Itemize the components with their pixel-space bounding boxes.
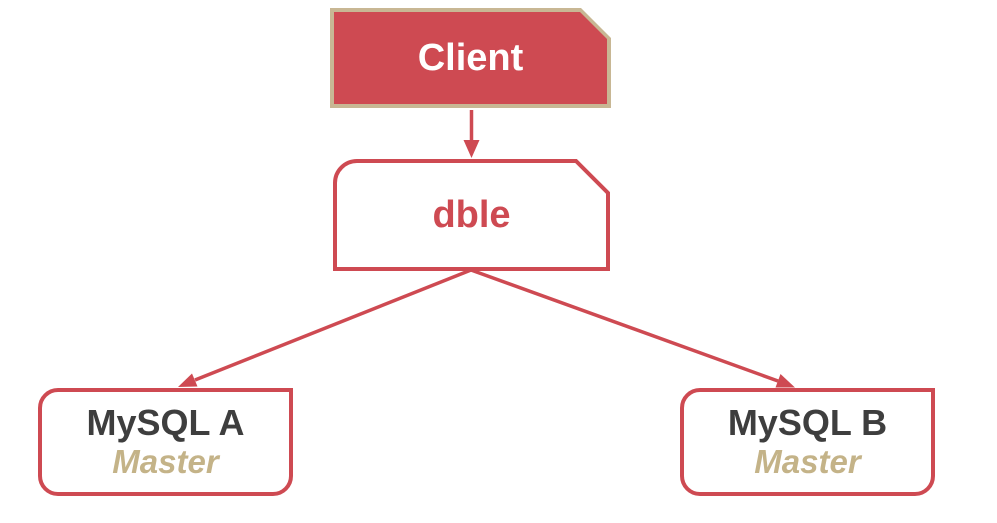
dble-node: dble [333,159,610,271]
client-node: Client [330,8,611,108]
mysql-b-node-role: Master [754,442,861,480]
mysql-b-node: MySQL B Master [680,388,935,496]
connector-dble-mysql-b [470,268,795,388]
mysql-a-node-role: Master [112,442,219,480]
dble-node-shape [333,159,610,271]
client-node-fill: Client [334,12,607,104]
connector-client-dble [463,110,480,158]
connector-dble-mysql-a [178,268,472,387]
mysql-a-node: MySQL A Master [38,388,293,496]
mysql-b-node-label: MySQL B [727,402,888,444]
mysql-a-node-label: MySQL A [86,402,245,444]
client-node-label: Client [417,36,524,79]
dble-node-label: dble [432,193,511,236]
